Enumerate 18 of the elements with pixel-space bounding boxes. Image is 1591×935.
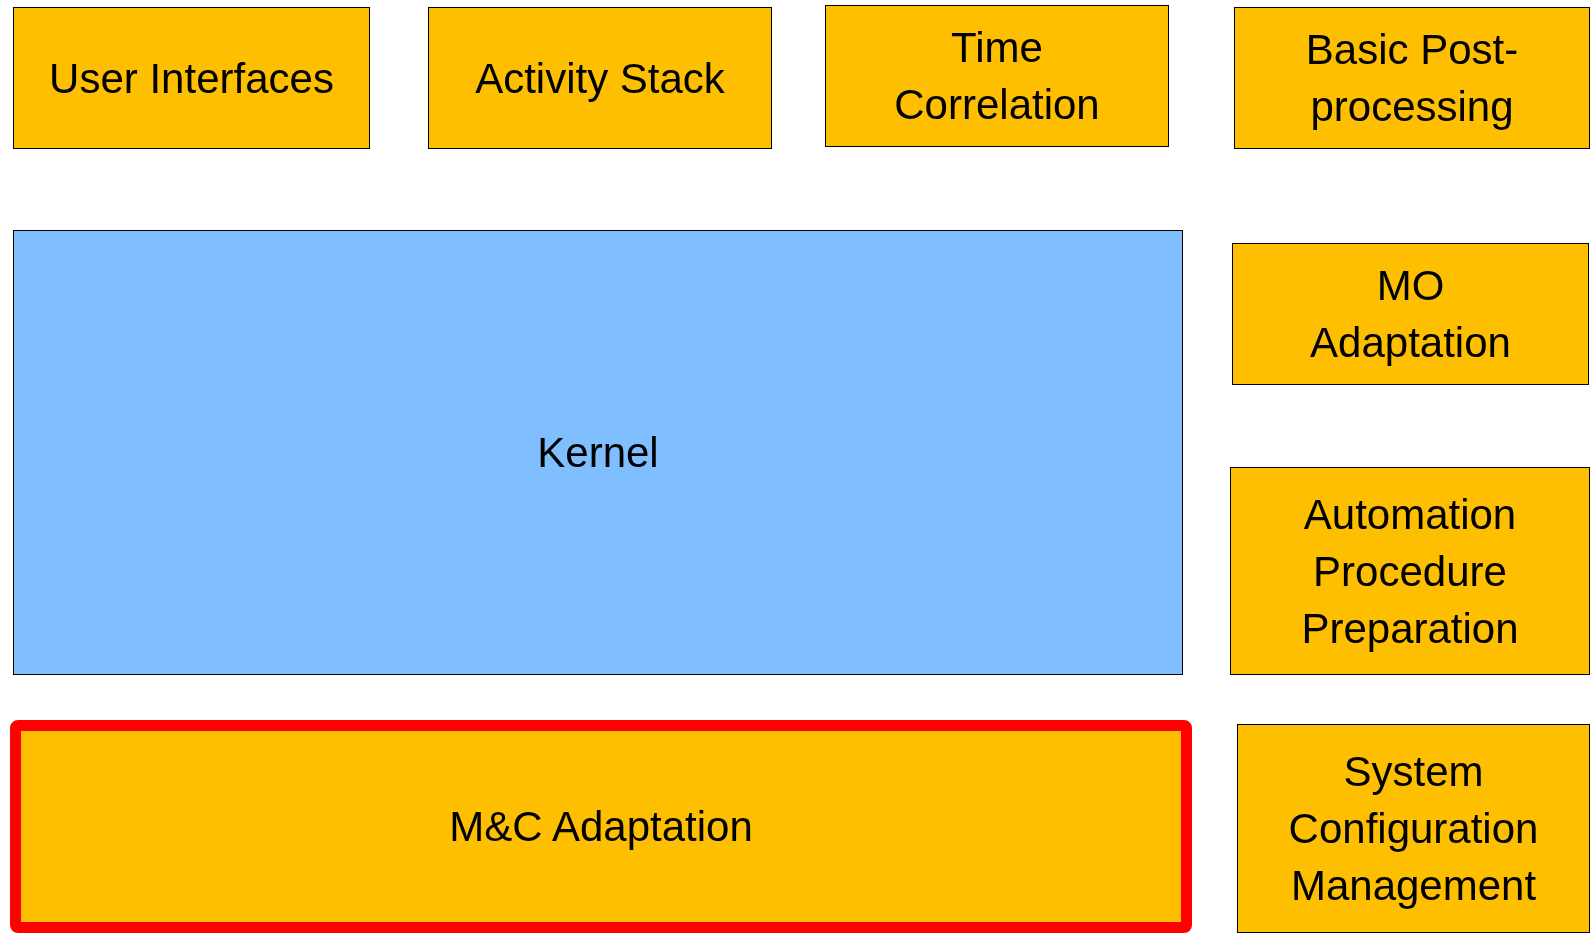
module-box xyxy=(1237,724,1590,933)
module-box xyxy=(13,7,370,149)
module-box xyxy=(1230,467,1590,675)
module-box xyxy=(1234,7,1590,149)
highlighted-module-box xyxy=(10,720,1192,933)
module-label: Activity Stack xyxy=(474,53,726,104)
module-box xyxy=(825,5,1169,147)
module-label: System Configuration Management xyxy=(1287,747,1540,911)
module-label: M&C Adaptation xyxy=(448,802,754,852)
module-label: MO Adaptation xyxy=(1309,261,1512,368)
module-label: Basic Post-processing xyxy=(1304,25,1520,132)
module-label: Time Correlation xyxy=(893,23,1101,130)
module-box xyxy=(13,230,1183,675)
module-label: Kernel xyxy=(536,428,660,478)
module-label: User Interfaces xyxy=(48,53,335,104)
module-box xyxy=(428,7,772,149)
module-box xyxy=(1232,243,1589,385)
module-label: Automation Procedure Preparation xyxy=(1300,489,1520,654)
